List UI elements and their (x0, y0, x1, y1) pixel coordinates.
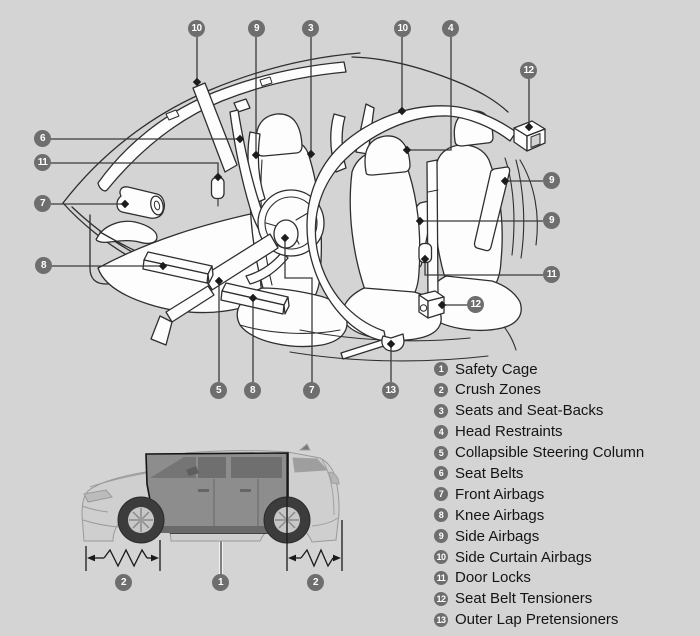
legend-badge-3: 3 (434, 403, 448, 418)
legend-badge-6: 6 (434, 466, 448, 481)
head-restraint-front (255, 113, 303, 157)
callout-badge-side-airbag-front-seat: 9 (248, 20, 265, 37)
legend-item-side-curtain-airbags: 10 Side Curtain Airbags (434, 548, 644, 566)
legend-label-outer-lap-pretensioners: Outer Lap Pretensioners (455, 611, 619, 629)
safety-features-legend: 1 Safety Cage 2 Crush Zones 3 Seats and … (434, 362, 644, 634)
legend-item-safety-cage: 1 Safety Cage (434, 360, 644, 378)
legend-label-head-restraints: Head Restraints (455, 423, 563, 441)
callout-badge-front-airbag-passenger: 7 (34, 195, 51, 212)
legend-badge-2: 2 (434, 382, 448, 397)
callout-badge-head-restraint: 4 (442, 20, 459, 37)
legend-item-outer-lap-pretensioners: 13 Outer Lap Pretensioners (434, 611, 644, 629)
callout-badge-crush-zone-front: 2 (115, 574, 132, 591)
legend-badge-4: 4 (434, 424, 448, 439)
callout-badge-seat-belt-tensioner-upper: 12 (520, 62, 537, 79)
crush-zone-dimensions (85, 453, 343, 571)
legend-item-seat-belt-tensioners: 12 Seat Belt Tensioners (434, 590, 644, 608)
legend-badge-11: 11 (434, 570, 448, 585)
callout-badge-steering-column: 5 (210, 382, 227, 399)
legend-label-crush-zones: Crush Zones (455, 381, 541, 399)
callout-badge-side-curtain-airbag-rear: 10 (394, 20, 411, 37)
callout-badge-door-lock-front: 11 (34, 154, 51, 171)
legend-badge-8: 8 (434, 508, 448, 523)
seat-belt-rear (426, 159, 439, 298)
car-mirror (186, 466, 199, 476)
callout-badge-knee-airbag-driver: 8 (35, 257, 52, 274)
callout-badge-side-airbag-rear-inner: 9 (543, 212, 560, 229)
legend-badge-13: 13 (434, 612, 448, 627)
car-rear-details (292, 443, 340, 527)
legend-label-collapsible-steering-column: Collapsible Steering Column (455, 444, 645, 462)
crush-zone-car-figure (81, 443, 343, 571)
legend-badge-1: 1 (434, 362, 448, 376)
callout-badge-crush-zone-rear: 2 (307, 574, 324, 591)
callout-badge-safety-cage: 1 (212, 574, 229, 591)
legend-item-seat-belts: 6 Seat Belts (434, 464, 644, 482)
legend-label-front-airbags: Front Airbags (455, 485, 545, 503)
legend-label-seat-belts: Seat Belts (455, 464, 524, 482)
side-curtain-airbag-front (97, 61, 347, 192)
callout-badge-seat-and-seat-back: 3 (302, 20, 319, 37)
car-front-details (81, 472, 147, 528)
front-passenger-seat (330, 103, 442, 341)
seat-belt-tensioner-rear (418, 290, 445, 319)
legend-label-seat-belt-tensioners: Seat Belt Tensioners (455, 590, 593, 608)
legend-item-crush-zones: 2 Crush Zones (434, 381, 644, 399)
door-lock-front (210, 176, 225, 207)
legend-item-knee-airbags: 8 Knee Airbags (434, 506, 644, 524)
callout-badge-seat-belt-front: 6 (34, 130, 51, 147)
side-curtain-airbag-rear (306, 105, 517, 342)
legend-label-door-locks: Door Locks (455, 569, 531, 587)
leader-lines (51, 37, 543, 574)
cutaway-interior-illustration (62, 52, 546, 362)
front-airbag-driver (273, 219, 299, 249)
legend-badge-10: 10 (434, 550, 448, 565)
side-airbag-rear-outer (473, 166, 511, 252)
legend-item-head-restraints: 4 Head Restraints (434, 423, 644, 441)
legend-label-safety-cage: Safety Cage (455, 360, 538, 378)
front-airbag-passenger (116, 186, 165, 219)
head-restraint-middle (364, 135, 411, 176)
legend-item-collapsible-steering-column: 5 Collapsible Steering Column (434, 444, 645, 462)
legend-badge-5: 5 (434, 445, 448, 460)
collapsible-steering-column (150, 233, 279, 346)
legend-item-door-locks: 11 Door Locks (434, 569, 644, 587)
safety-cage-section (145, 452, 289, 534)
rear-belt-and-tensioner (418, 159, 445, 319)
callout-badge-knee-airbag-passenger: 8 (244, 382, 261, 399)
legend-item-side-airbags: 9 Side Airbags (434, 527, 644, 545)
legend-item-front-airbags: 7 Front Airbags (434, 485, 644, 503)
belt-d-ring (233, 98, 251, 113)
callout-badge-door-lock-rear: 11 (543, 266, 560, 283)
callout-badge-outer-lap-pretensioner: 13 (382, 382, 399, 399)
legend-label-side-curtain-airbags: Side Curtain Airbags (455, 548, 592, 566)
callout-badge-front-airbag-driver: 7 (303, 382, 320, 399)
legend-badge-7: 7 (434, 487, 448, 502)
callout-badge-side-airbag-rear-outer: 9 (543, 172, 560, 189)
legend-label-side-airbags: Side Airbags (455, 527, 540, 545)
legend-label-seats-and-seat-backs: Seats and Seat-Backs (455, 402, 604, 420)
callout-badge-seat-belt-tensioner-rear: 12 (467, 296, 484, 313)
b-pillar (192, 82, 251, 173)
callout-badge-side-curtain-airbag-front: 10 (188, 20, 205, 37)
legend-item-seats-and-seat-backs: 3 Seats and Seat-Backs (434, 402, 644, 420)
legend-badge-12: 12 (434, 591, 448, 606)
legend-badge-9: 9 (434, 529, 448, 544)
legend-label-knee-airbags: Knee Airbags (455, 506, 545, 524)
